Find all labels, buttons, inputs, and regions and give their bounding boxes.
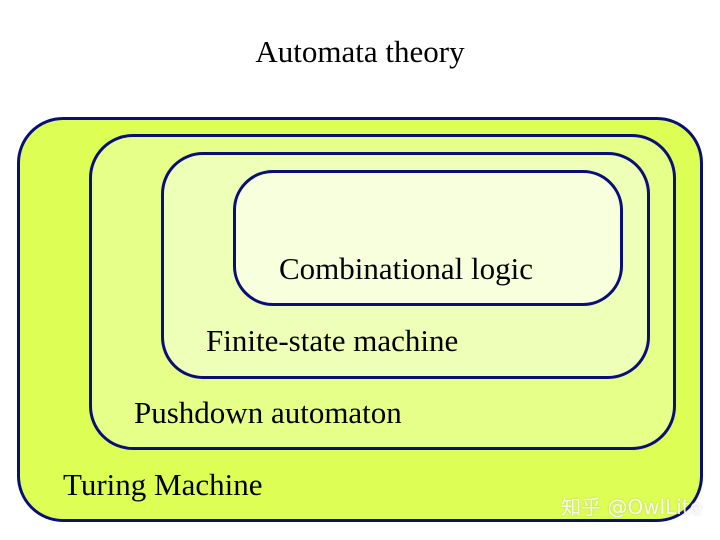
- combinational-logic-region: [233, 170, 623, 306]
- diagram-title: Automata theory: [255, 34, 465, 69]
- finite-state-machine-label: Finite-state machine: [206, 323, 459, 358]
- turing-machine-label: Turing Machine: [63, 467, 263, 502]
- combinational-logic-label: Combinational logic: [279, 251, 533, 286]
- pushdown-automaton-label: Pushdown automaton: [134, 395, 402, 430]
- watermark: 知乎 @OwlLite: [561, 495, 702, 519]
